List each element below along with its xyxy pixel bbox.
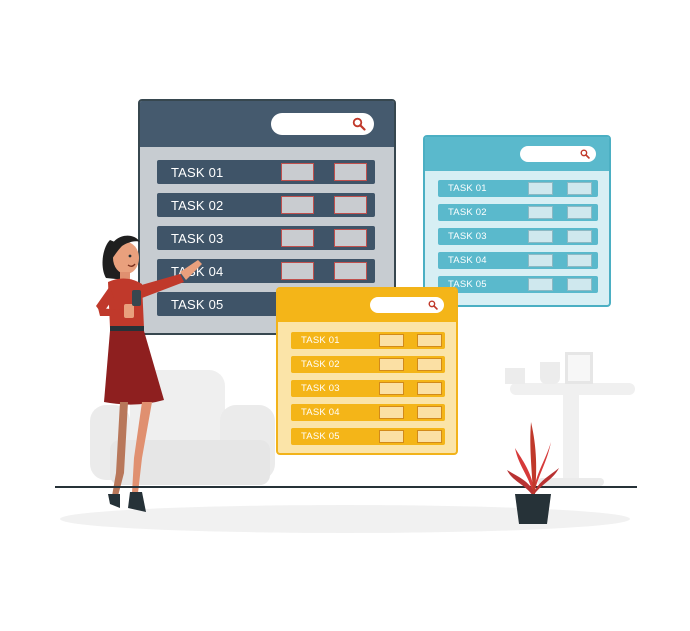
task-label: TASK 04 — [301, 407, 340, 418]
task-field[interactable] — [528, 182, 553, 195]
task-label: TASK 05 — [448, 279, 487, 290]
task-row[interactable]: TASK 03 — [438, 228, 598, 245]
task-label: TASK 02 — [301, 359, 340, 370]
woman-illustration — [96, 235, 202, 512]
task-field[interactable] — [334, 196, 367, 214]
task-label: TASK 02 — [448, 207, 487, 218]
task-window-yellow: TASK 01 TASK 02 TASK 03 TASK 04 TASK 05 — [276, 287, 458, 455]
side-table-base — [538, 478, 604, 486]
task-field[interactable] — [567, 230, 592, 243]
task-row[interactable]: TASK 03 — [291, 380, 445, 397]
task-label: TASK 03 — [301, 383, 340, 394]
task-label: TASK 05 — [171, 296, 224, 312]
task-field[interactable] — [417, 358, 442, 371]
search-input[interactable] — [271, 113, 374, 135]
task-field[interactable] — [567, 278, 592, 291]
task-field[interactable] — [334, 163, 367, 181]
window-header — [278, 289, 456, 322]
side-table-leg — [563, 393, 579, 485]
task-field[interactable] — [334, 229, 367, 247]
task-field[interactable] — [528, 278, 553, 291]
task-field[interactable] — [281, 163, 314, 181]
floor-line — [55, 486, 637, 488]
task-field[interactable] — [281, 229, 314, 247]
potted-plant — [507, 422, 559, 524]
task-row[interactable]: TASK 03 — [157, 226, 375, 250]
task-window-dark: TASK 01 TASK 02 TASK 03 TASK 04 TASK 05 — [138, 99, 396, 335]
window-header — [425, 137, 609, 171]
search-icon[interactable] — [352, 117, 366, 131]
task-row[interactable]: TASK 01 — [157, 160, 375, 184]
picture-frame — [565, 352, 593, 384]
task-row[interactable]: TASK 02 — [157, 193, 375, 217]
task-field[interactable] — [528, 230, 553, 243]
task-label: TASK 03 — [171, 230, 224, 246]
search-icon[interactable] — [580, 149, 590, 159]
task-field[interactable] — [379, 358, 404, 371]
task-field[interactable] — [281, 196, 314, 214]
task-label: TASK 02 — [171, 197, 224, 213]
cup — [540, 362, 560, 384]
task-field[interactable] — [567, 206, 592, 219]
task-window-teal: TASK 01 TASK 02 TASK 03 TASK 04 TASK 05 — [423, 135, 611, 307]
task-field[interactable] — [417, 382, 442, 395]
task-field[interactable] — [417, 406, 442, 419]
task-label: TASK 03 — [448, 231, 487, 242]
window-header — [140, 101, 394, 147]
side-table — [510, 383, 635, 395]
task-row[interactable]: TASK 01 — [291, 332, 445, 349]
task-row[interactable]: TASK 05 — [438, 276, 598, 293]
task-label: TASK 01 — [301, 335, 340, 346]
search-icon[interactable] — [428, 300, 438, 310]
task-field[interactable] — [567, 254, 592, 267]
task-field[interactable] — [528, 254, 553, 267]
task-field[interactable] — [334, 262, 367, 280]
task-field[interactable] — [417, 430, 442, 443]
task-field[interactable] — [567, 182, 592, 195]
task-label: TASK 01 — [171, 164, 224, 180]
task-field[interactable] — [379, 430, 404, 443]
task-row[interactable]: TASK 02 — [291, 356, 445, 373]
task-row[interactable]: TASK 04 — [291, 404, 445, 421]
task-row[interactable]: TASK 01 — [438, 180, 598, 197]
task-row[interactable]: TASK 04 — [438, 252, 598, 269]
task-field[interactable] — [528, 206, 553, 219]
task-row[interactable]: TASK 05 — [291, 428, 445, 445]
task-label: TASK 05 — [301, 431, 340, 442]
search-input[interactable] — [520, 146, 596, 162]
task-field[interactable] — [379, 406, 404, 419]
task-label: TASK 04 — [448, 255, 487, 266]
task-row[interactable]: TASK 02 — [438, 204, 598, 221]
task-field[interactable] — [379, 334, 404, 347]
task-field[interactable] — [379, 382, 404, 395]
small-box — [505, 368, 525, 384]
task-label: TASK 01 — [448, 183, 487, 194]
search-input[interactable] — [370, 297, 444, 313]
task-field[interactable] — [417, 334, 442, 347]
task-field[interactable] — [281, 262, 314, 280]
